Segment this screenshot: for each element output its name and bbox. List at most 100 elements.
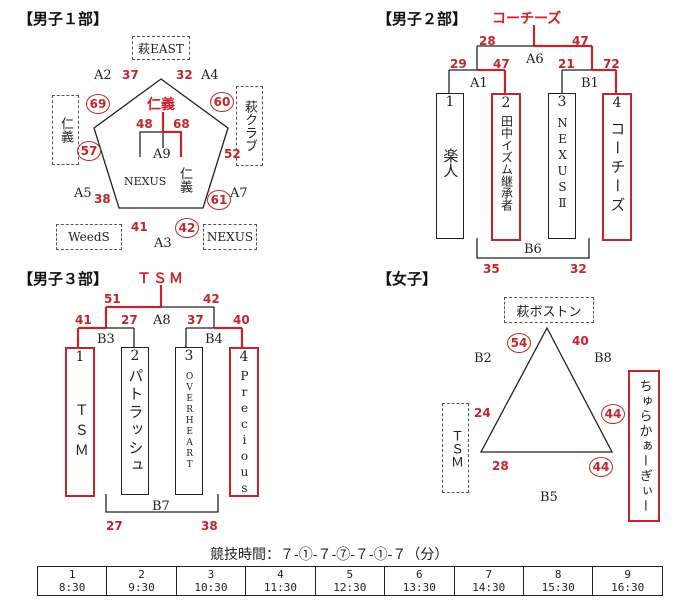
score-circled: 61 (207, 190, 231, 210)
match-b4: B4 (205, 332, 223, 347)
score-circled: 54 (507, 333, 531, 353)
match-b5: B5 (540, 490, 558, 505)
team-box-overheart: 3 OVERHEART (175, 347, 203, 495)
score-circled: 44 (589, 457, 613, 477)
slot-number: 3 (207, 568, 215, 581)
section1-champion: 仁義 (147, 97, 175, 113)
score: 47 (493, 57, 510, 71)
score: 42 (203, 292, 220, 306)
slot-time: 14:30 (472, 581, 506, 594)
slot-number: 1 (68, 568, 76, 581)
match-b6: B6 (524, 242, 542, 257)
score-circled: 57 (77, 141, 101, 161)
team-hagi-boston: 萩ボストン (504, 297, 594, 323)
match-a6: A6 (526, 52, 544, 67)
team-tsm-women: ＴＳＭ (442, 403, 469, 493)
score: 72 (603, 57, 620, 71)
team-name: 田中イズム継承者 (499, 114, 514, 211)
slot-number: 7 (485, 568, 493, 581)
slot-time: 10:30 (194, 581, 228, 594)
team-number: 1 (445, 94, 455, 110)
match-a7: A7 (230, 186, 248, 201)
score: 24 (474, 406, 491, 420)
score: 27 (121, 313, 138, 327)
team-jingi: 仁義 (52, 95, 79, 165)
team-number: 1 (75, 349, 85, 365)
team-hagi-club: 萩クラブ (236, 86, 263, 166)
match-b8: B8 (594, 351, 612, 366)
slot-time: 9:30 (128, 581, 155, 594)
score: 52 (224, 147, 241, 161)
score: 68 (173, 117, 190, 131)
slot-number: 9 (624, 568, 632, 581)
slot-time: 15:30 (541, 581, 575, 594)
match-b3: B3 (97, 332, 115, 347)
score: 40 (572, 334, 589, 348)
score: 35 (483, 262, 500, 276)
slot-number: 5 (346, 568, 354, 581)
section2-champion: コーチーズ (492, 11, 562, 27)
team-number: 4 (239, 349, 249, 365)
score: 27 (106, 519, 123, 533)
section2-title: 【男子２部】 (377, 10, 468, 28)
section1-title: 【男子１部】 (18, 10, 109, 28)
team-number: 2 (501, 95, 511, 111)
section4-title: 【女子】 (377, 270, 438, 288)
team-name: Precious (237, 368, 252, 497)
score: 48 (136, 117, 153, 131)
team-name: OVERHEART (184, 371, 195, 471)
match-a1: A1 (470, 76, 488, 91)
match-b1: B1 (581, 76, 599, 91)
score-circled: 42 (175, 218, 199, 238)
match-a3: A3 (154, 236, 172, 251)
team-box-patrasche: 2 パトラッシュ (121, 347, 149, 495)
team-number: 2 (130, 348, 140, 364)
schedule-caption: 競技時間：７-①-７-⑦-７-①-７（分） (210, 547, 449, 563)
match-a2: A2 (94, 68, 112, 83)
score: 41 (75, 313, 92, 327)
team-box-4: 4 コーチーズ (602, 93, 632, 241)
team-name: NEXUSⅡ (555, 115, 570, 212)
slot-number: 4 (277, 568, 284, 581)
team-name: コーチーズ (608, 120, 627, 216)
team-number: 4 (612, 95, 622, 111)
team-name: パトラッシュ (126, 367, 145, 476)
score: 38 (201, 519, 218, 533)
section3-champion: ＴＳＭ (137, 271, 185, 287)
score-circled: 60 (210, 92, 234, 112)
slot-time: 13:30 (402, 581, 436, 594)
final-team-nexus: NEXUS (124, 175, 167, 188)
team-chura-kaagii: ちゅらかぁーぎぃー (628, 370, 660, 522)
score: 28 (479, 34, 496, 48)
slot-time: 16:30 (611, 581, 645, 594)
team-box-2: 2 田中イズム継承者 (491, 93, 521, 241)
score: 47 (572, 34, 589, 48)
score: 21 (558, 57, 575, 71)
team-box-3: 3 NEXUSⅡ (548, 93, 576, 239)
team-box-1: 1 楽人 (436, 93, 464, 239)
score-circled: 69 (86, 94, 110, 114)
slot-time: 12:30 (333, 581, 367, 594)
slot-time: 11:30 (263, 581, 297, 594)
match-a4: A4 (201, 68, 219, 83)
score: 32 (570, 262, 587, 276)
match-b7: B7 (152, 499, 170, 514)
team-number: 3 (184, 348, 194, 364)
score: 37 (122, 68, 139, 82)
slot-number: 6 (415, 568, 423, 581)
team-name: ＴＳＭ (72, 402, 89, 463)
team-box-tsm: 1 ＴＳＭ (65, 347, 95, 497)
slot-number: 2 (138, 568, 145, 581)
score: 51 (104, 292, 121, 306)
team-weeds: WeedS (56, 224, 122, 250)
team-box-precious: 4 Precious (229, 347, 259, 497)
score: 32 (176, 68, 193, 82)
